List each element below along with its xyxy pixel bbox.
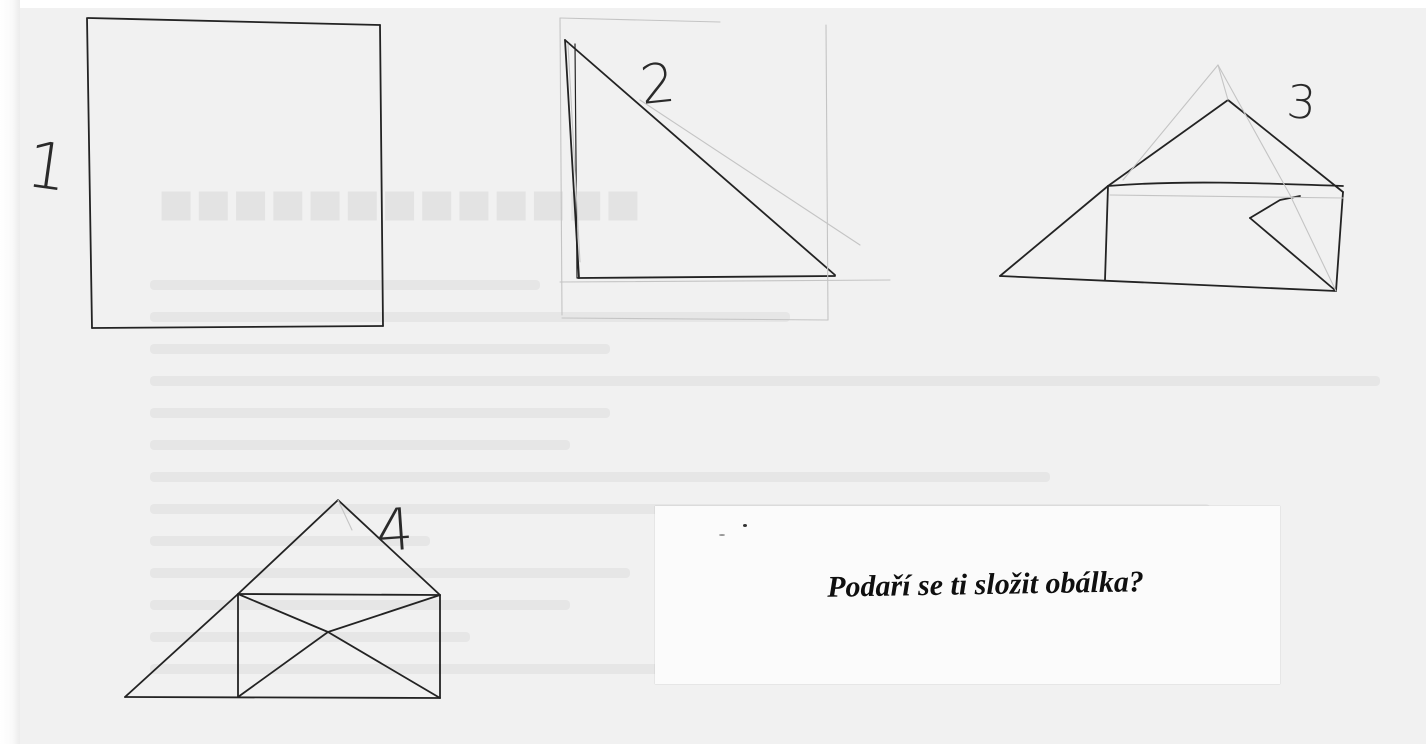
paper-fleck xyxy=(743,524,747,527)
step-2-triangle xyxy=(559,17,891,321)
bleed-line xyxy=(150,568,630,578)
bleed-line xyxy=(150,408,610,418)
sheet-top-edge xyxy=(0,0,1426,8)
sheet-left-edge xyxy=(0,0,20,744)
step-4-envelope xyxy=(124,499,441,699)
bleed-line xyxy=(150,344,610,354)
bleed-line xyxy=(150,472,1050,482)
bleed-line xyxy=(150,536,430,546)
caption-card: Podaří se ti složit obálka? xyxy=(655,506,1280,684)
bleed-line xyxy=(150,376,1380,386)
caption-text: Podaří se ti složit obálka? xyxy=(826,565,1145,604)
bleed-line xyxy=(150,600,570,610)
bleed-line xyxy=(150,280,540,290)
step-1-number: 1 xyxy=(22,128,73,207)
step-2-number: 2 xyxy=(637,51,678,117)
bleed-line xyxy=(150,632,470,642)
step-3-fold xyxy=(999,64,1344,292)
step-1-square xyxy=(86,17,384,329)
step-4-number: 4 xyxy=(374,495,416,565)
bleed-line xyxy=(150,312,790,322)
bleed-line xyxy=(150,440,570,450)
paper-fleck xyxy=(719,534,725,536)
bleed-line xyxy=(150,664,1020,674)
step-3-number: 3 xyxy=(1285,74,1318,130)
